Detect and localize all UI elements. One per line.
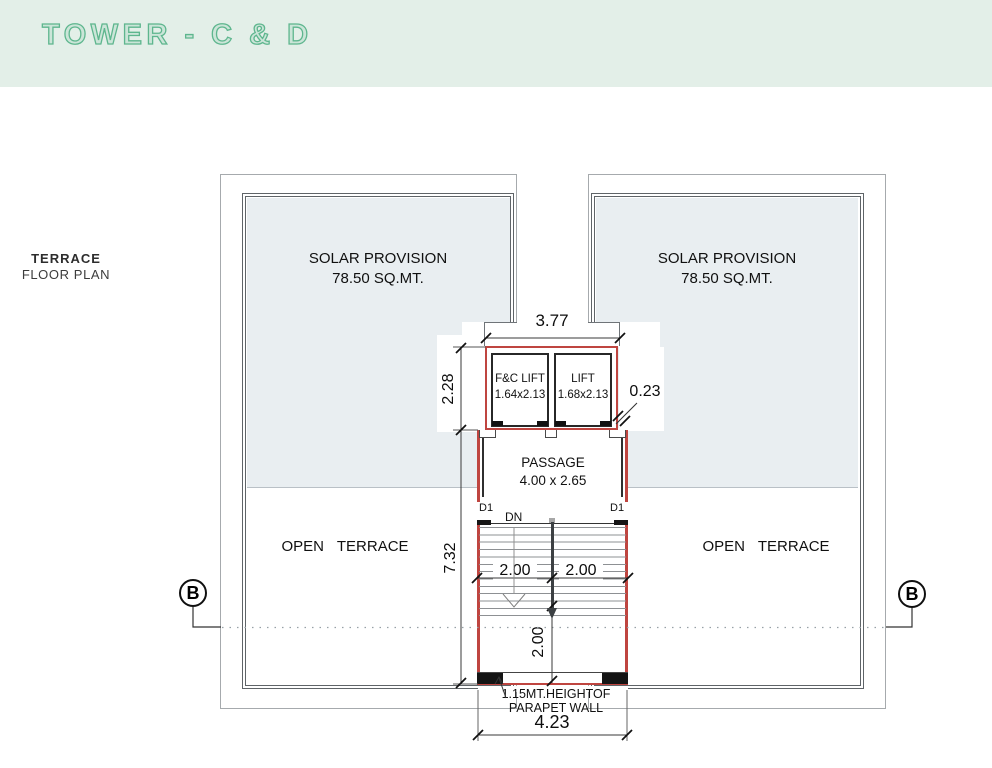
stair-direction-label: DN (505, 510, 523, 524)
parapet-pier-left (477, 673, 503, 684)
parapet-top-line (477, 672, 628, 673)
plan-label-line1: TERRACE (31, 251, 101, 266)
solar-label-right: SOLAR PROVISION 78.50 SQ.MT. (602, 249, 852, 289)
dim-stair-depth: 7.32 (442, 542, 459, 574)
section-marker-b-left: B (179, 579, 207, 607)
lift-fc-size: 1.64x2.13 (494, 389, 546, 401)
left-notch-line (485, 322, 517, 323)
passage-wall-left-lower (477, 523, 480, 685)
lift-label: LIFT 1.68x2.13 (556, 371, 610, 403)
solar-label-left-line2: 78.50 SQ.MT. (332, 270, 424, 287)
lift-room: LIFT 1.68x2.13 (554, 353, 612, 427)
passage-inner-wall-right (621, 437, 623, 497)
dim-top-width: 3.77 (535, 311, 569, 330)
parapet-pier-right (602, 673, 628, 684)
plan-type-label: TERRACE FLOOR PLAN (20, 251, 112, 282)
wall-stub-right (609, 430, 626, 438)
passage-label: PASSAGE 4.00 x 2.65 (478, 454, 628, 490)
corridor-mask (462, 322, 660, 347)
stair-wall-cap-right (614, 520, 628, 525)
solar-label-right-line1: SOLAR PROVISION (657, 250, 797, 267)
dim-lift-depth: 2.28 (440, 373, 457, 405)
passage-name: PASSAGE (521, 455, 585, 470)
stair-wall-cap-left (477, 520, 491, 525)
plan-label-line2: FLOOR PLAN (21, 267, 111, 282)
stair-center-divider (551, 522, 554, 610)
dim-wall-thickness: 0.23 (629, 383, 661, 400)
right-notch-line (588, 322, 620, 323)
dim-run-left: 2.00 (493, 562, 537, 580)
parapet-note-line1: 1.15MT.HEIGHTOF (501, 687, 611, 701)
wall-stub-mid (545, 430, 557, 438)
lift-name: LIFT (571, 373, 595, 385)
dim-bottom-width: 4.23 (534, 712, 570, 732)
lift-fc-name: F&C LIFT (495, 373, 545, 385)
dim-landing: 2.00 (530, 620, 548, 664)
section-marker-leader-right (886, 608, 913, 628)
passage-wall-right-lower (625, 523, 628, 685)
bottom-mask (478, 686, 628, 692)
section-marker-b-right: B (898, 580, 926, 608)
lift-fc-door-jamb-left (492, 421, 503, 426)
left-notch-return (484, 322, 485, 346)
dim-run-right: 2.00 (559, 562, 603, 580)
lift-fc-room: F&C LIFT 1.64x2.13 (491, 353, 549, 427)
stair-divider-cap (549, 518, 555, 523)
passage-wall-right-upper (625, 430, 628, 502)
open-terrace-label-right: OPEN TERRACE (702, 538, 830, 555)
door-tag-d1-left: D1 (479, 502, 494, 514)
solar-label-left-line1: SOLAR PROVISION (308, 250, 448, 267)
lift-block: F&C LIFT 1.64x2.13 LIFT 1.68x2.13 (485, 346, 618, 430)
lift-fc-door-jamb-right (537, 421, 548, 426)
solar-label-right-line2: 78.50 SQ.MT. (681, 270, 773, 287)
lift-size: 1.68x2.13 (557, 389, 609, 401)
right-notch-return (619, 322, 620, 346)
page-title: TOWER - C & D (41, 18, 313, 51)
parapet-note-line2: PARAPET WALL (508, 701, 604, 715)
lift-door-jamb-right (600, 421, 611, 426)
door-tag-d1-right: D1 (610, 502, 625, 514)
wall-stub-left (479, 430, 496, 438)
header-band: TOWER - C & D (0, 0, 992, 87)
open-terrace-label-left: OPEN TERRACE (281, 538, 409, 555)
solar-label-left: SOLAR PROVISION 78.50 SQ.MT. (253, 249, 503, 289)
section-marker-leader-left (192, 607, 221, 628)
passage-size: 4.00 x 2.65 (519, 473, 587, 488)
lift-fc-label: F&C LIFT 1.64x2.13 (493, 371, 547, 403)
lift-door-jamb-left (555, 421, 566, 426)
passage-wall-left-upper (477, 430, 480, 502)
passage-inner-wall-left (482, 437, 484, 497)
parapet-note: 1.15MT.HEIGHTOF PARAPET WALL (494, 687, 618, 715)
